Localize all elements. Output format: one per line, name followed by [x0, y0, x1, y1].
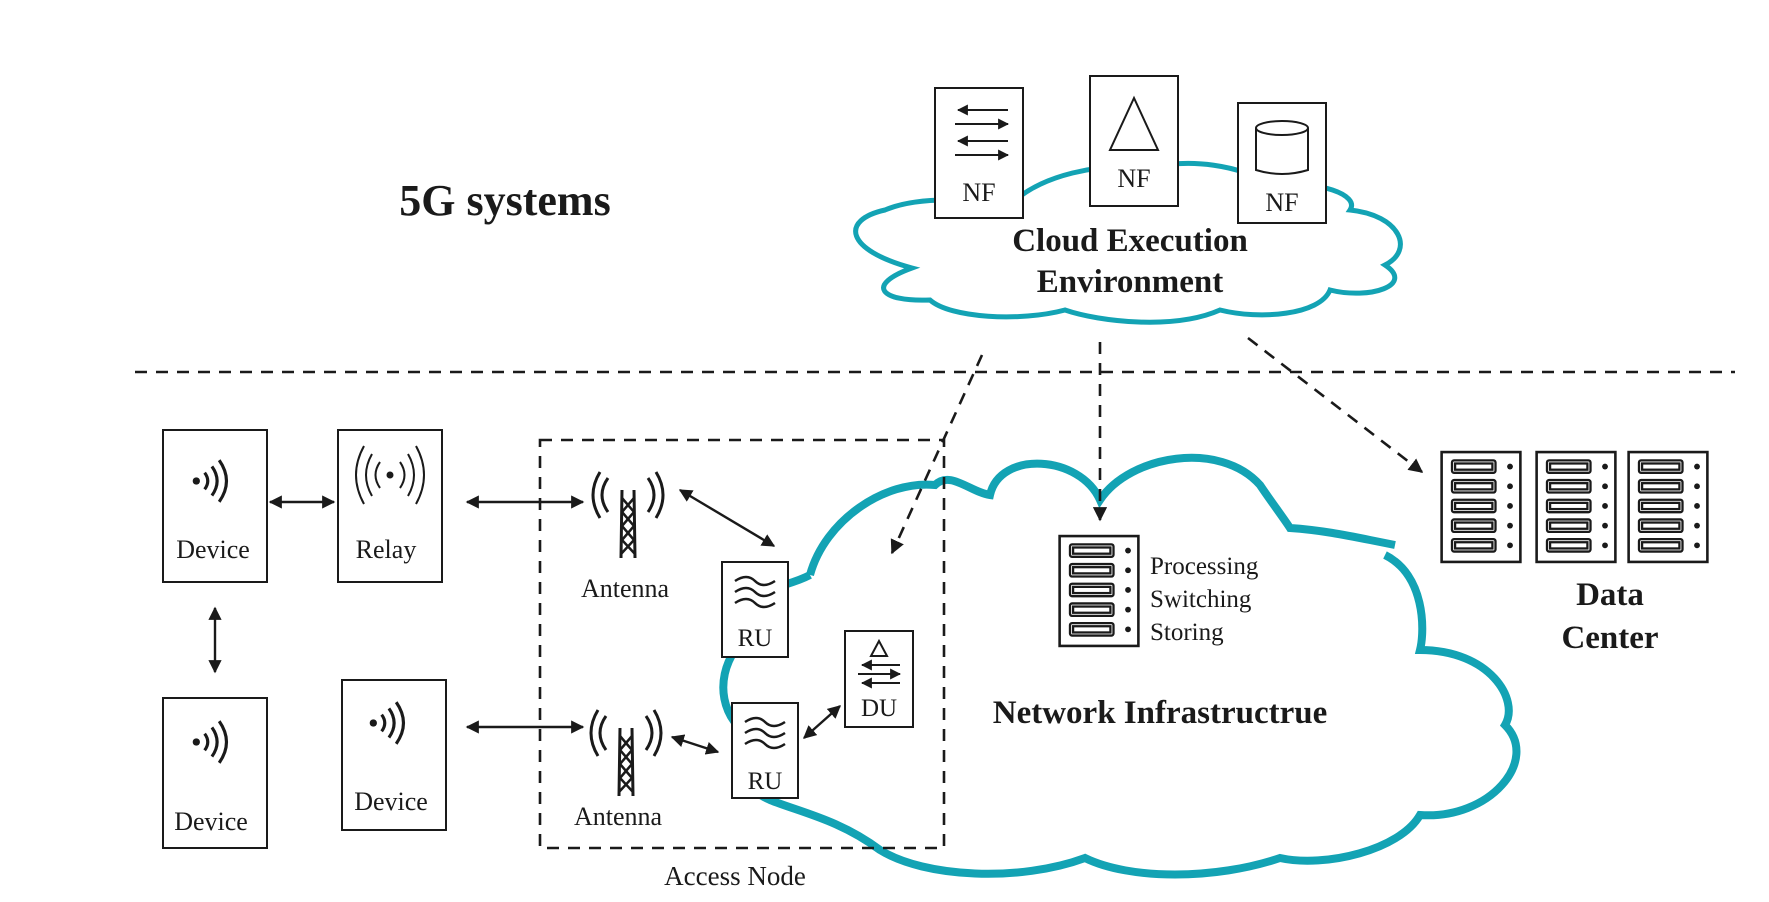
arrow-ru-du [803, 705, 841, 739]
arrow-cloud-to-access-node [890, 354, 984, 555]
data-center-title-line2: Center [1561, 620, 1658, 656]
nf-box-triangle: NF [1089, 75, 1179, 207]
function-switching: Switching [1150, 586, 1252, 613]
network-cloud-outline-bottom [719, 551, 1521, 879]
cloud-execution-title-line1: Cloud Execution [1012, 223, 1248, 259]
ru-box-bottom: RU [731, 702, 799, 799]
triangle-icon [869, 638, 889, 657]
network-cloud-outline-top [806, 453, 1396, 577]
du-box: DU [844, 630, 914, 728]
device-label: Device [176, 535, 250, 564]
arrow-cloud-to-data-center [1247, 336, 1424, 474]
nf-label: NF [962, 178, 995, 207]
triangle-icon [1108, 95, 1160, 151]
nf-label: NF [1265, 188, 1298, 217]
nf-box-database: NF [1237, 102, 1327, 224]
server-rack-icon [1058, 534, 1140, 648]
access-node-label: Access Node [664, 861, 806, 891]
nf-label: NF [1117, 164, 1150, 193]
ru-label: RU [748, 768, 783, 795]
antenna-tower-icon [591, 470, 665, 560]
server-rack-icon [1627, 450, 1709, 564]
switch-arrows-icon [955, 104, 1010, 161]
du-label: DU [861, 695, 897, 722]
ru-box-top: RU [721, 561, 789, 658]
radio-wave-icon [355, 445, 425, 505]
switch-arrows-icon [858, 659, 902, 689]
antenna-tower-icon [589, 708, 663, 798]
server-rack-icon [1440, 450, 1522, 564]
antenna-label: Antenna [581, 574, 670, 603]
ru-label: RU [738, 625, 773, 652]
arrow-antenna-ru-bottom [670, 734, 720, 755]
device-label: Device [354, 787, 428, 816]
function-processing: Processing [1150, 553, 1259, 580]
cloud-execution-environment: NF NF NF Cloud Execution Environment [853, 75, 1403, 325]
database-icon [1255, 120, 1309, 175]
cloud-execution-title-line2: Environment [1037, 264, 1223, 300]
server-rack-icon [1535, 450, 1617, 564]
device-label: Device [174, 807, 248, 836]
arrow-antenna-ru-top [678, 488, 776, 548]
device-top: Device [162, 429, 268, 583]
device-bottom-middle: Device [341, 679, 447, 831]
data-center-racks [1440, 450, 1709, 564]
function-storing: Storing [1150, 619, 1224, 646]
relay: Relay [337, 429, 443, 583]
network-infrastructure-title: Network Infrastructrue [993, 695, 1328, 731]
nf-box-switch: NF [934, 87, 1024, 219]
data-center-title-line1: Data [1576, 577, 1644, 613]
device-bottom-left: Device [162, 697, 268, 849]
diagram-title: 5G systems [399, 176, 610, 225]
relay-label: Relay [356, 535, 417, 564]
antenna-label: Antenna [574, 802, 663, 831]
access-node-box [538, 438, 946, 850]
